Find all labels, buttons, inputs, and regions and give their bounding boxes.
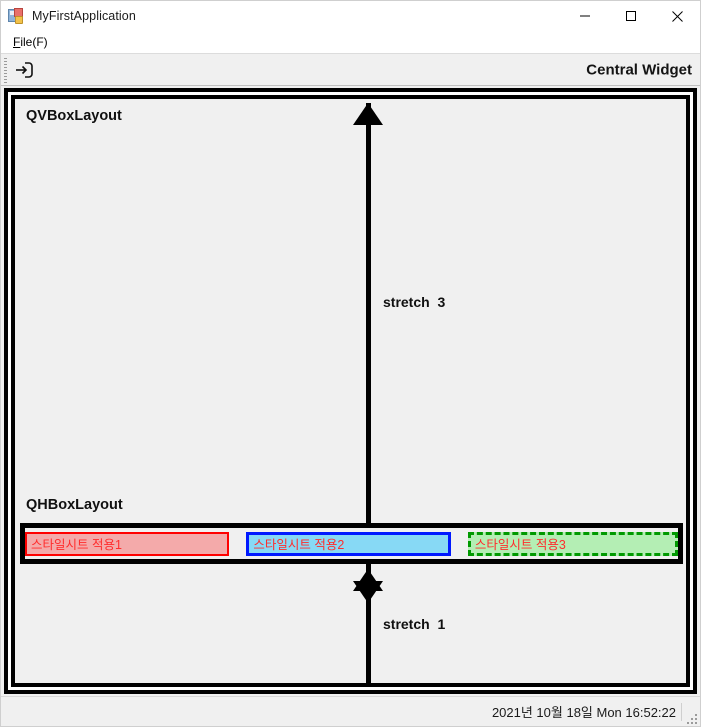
stylesheet-button-2-label: 스타일시트 적용2 — [253, 538, 345, 552]
maximize-button[interactable] — [608, 1, 654, 31]
exit-arrow-icon — [16, 61, 33, 78]
stretch-3-arrow-shaft — [366, 103, 371, 603]
app-icon — [8, 8, 24, 24]
stretch-1-arrow-shaft — [366, 569, 371, 683]
window-title: MyFirstApplication — [32, 9, 136, 23]
stylesheet-button-1-label: 스타일시트 적용1 — [31, 538, 122, 552]
close-icon — [671, 10, 683, 22]
outer-frame-border: QVBoxLayout stretch 3 stretch 1 QHBoxLay… — [4, 88, 697, 694]
stretch-3-arrow-head-up — [353, 103, 383, 125]
stylesheet-button-2[interactable]: 스타일시트 적용2 — [246, 531, 451, 556]
stretch-3-label: stretch 3 — [383, 294, 446, 310]
qvboxlayout-frame: QVBoxLayout stretch 3 stretch 1 QHBoxLay… — [11, 95, 690, 687]
qvboxlayout-label: QVBoxLayout — [26, 108, 122, 124]
status-bar: 2021년 10월 18일 Mon 16:52:22 — [1, 696, 700, 726]
stretch-1-arrow-head-up — [353, 569, 383, 591]
qhboxlayout-label: QHBoxLayout — [26, 497, 123, 513]
status-datetime: 2021년 10월 18일 Mon 16:52:22 — [491, 705, 676, 720]
toolbar-drag-handle[interactable] — [4, 58, 7, 83]
menu-file-accel: F — [13, 35, 21, 49]
menu-item-file[interactable]: File(F) — [9, 33, 52, 51]
toolbar-exit-button[interactable] — [10, 57, 36, 83]
minimize-icon — [580, 15, 590, 17]
title-bar[interactable]: MyFirstApplication — [1, 1, 700, 31]
menu-bar: File(F) — [1, 31, 700, 53]
qhboxlayout-frame: 스타일시트 적용1 스타일시트 적용2 스타일시트 적용3 — [20, 523, 683, 564]
close-button[interactable] — [654, 1, 700, 31]
central-widget-area: QVBoxLayout stretch 3 stretch 1 QHBoxLay… — [1, 86, 700, 696]
resize-grip[interactable] — [685, 712, 697, 724]
stylesheet-button-3-label: 스타일시트 적용3 — [474, 538, 566, 552]
status-separator — [681, 703, 682, 721]
window-controls — [562, 1, 700, 31]
tool-bar: Central Widget — [1, 53, 700, 86]
qhboxlayout-row: 스타일시트 적용1 스타일시트 적용2 스타일시트 적용3 — [25, 528, 678, 559]
maximize-icon — [626, 11, 636, 21]
minimize-button[interactable] — [562, 1, 608, 31]
central-widget-title: Central Widget — [586, 61, 692, 78]
menu-file-rest: ile(F) — [20, 35, 48, 49]
stylesheet-button-1[interactable]: 스타일시트 적용1 — [25, 531, 230, 556]
stylesheet-button-3[interactable]: 스타일시트 적용3 — [467, 531, 678, 556]
stretch-1-label: stretch 1 — [383, 616, 446, 632]
